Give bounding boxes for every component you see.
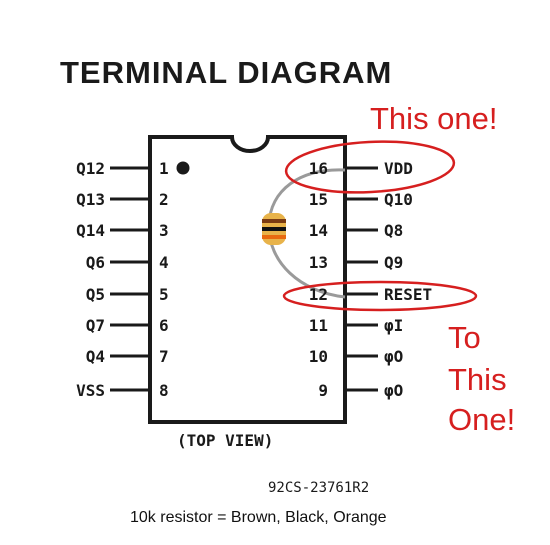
pin-number: 14 [309,221,328,240]
annotation-to-line-3: One! [448,402,515,437]
caption: 10k resistor = Brown, Black, Orange [130,509,387,526]
right-pin: 15 Q10 [309,190,413,209]
pin-number: 15 [309,190,328,209]
pin-label: φO [384,347,403,366]
top-view-label: (TOP VIEW) [177,431,273,450]
pin-number: 2 [159,190,169,209]
resistor-band-orange [262,235,286,239]
pin-label: φO [384,381,403,400]
annotation-this-one: This one! [370,101,498,136]
pin-label: Q9 [384,253,403,272]
pin-label: Q5 [86,285,105,304]
pin-label: Q7 [86,316,105,335]
left-pin: Q6 4 [86,253,169,272]
left-pin: Q5 5 [86,285,169,304]
annotation-to-line-2: This [448,362,507,397]
left-pin: Q12 1 [76,159,169,178]
pin-label: Q12 [76,159,105,178]
pin-label: VDD [384,159,413,178]
pin-number: 11 [309,316,328,335]
right-pins: 16 VDD 15 Q10 14 Q8 13 Q9 12 RESET 11 φI 10 φO 9 φO [309,159,432,400]
pin-number: 16 [309,159,328,178]
pin-label: Q10 [384,190,413,209]
part-code: 92CS-23761R2 [268,480,369,496]
right-pin: 12 RESET [309,285,432,304]
pin-number: 4 [159,253,169,272]
pin-label: Q6 [86,253,105,272]
right-pin: 13 Q9 [309,253,404,272]
highlight-ellipse-reset [282,280,478,312]
pin-label: Q13 [76,190,105,209]
pin-number: 5 [159,285,169,304]
right-pin: 16 VDD [309,159,413,178]
pin-number: 1 [159,159,169,178]
left-pin: Q4 7 [86,347,169,366]
pin-label: Q4 [86,347,105,366]
pin-number: 9 [318,381,328,400]
pin-number: 3 [159,221,169,240]
left-pin: VSS 8 [76,381,169,400]
pin-number: 12 [309,285,328,304]
right-pin: 9 φO [318,381,403,400]
chip-body [148,135,347,424]
pin-label: φI [384,316,403,335]
pin-number: 8 [159,381,169,400]
highlight-ellipse-vdd [284,140,456,194]
pin1-marker-dot [176,161,190,175]
left-pin: Q13 2 [76,190,169,209]
left-pin: Q7 6 [86,316,169,335]
resistor-band-black [262,227,286,231]
right-pin: 10 φO [309,347,404,366]
resistor-band-brown [262,219,286,223]
annotation-to-line-1: To [448,320,481,355]
pin-number: 10 [309,347,328,366]
pin-number: 13 [309,253,328,272]
right-pin: 11 φI [309,316,404,335]
resistor [262,213,286,245]
pin-number: 6 [159,316,169,335]
pin-label: VSS [76,381,105,400]
pin-number: 7 [159,347,169,366]
diagram-title: TERMINAL DIAGRAM [60,55,392,90]
pin-label: RESET [384,285,432,304]
left-pin: Q14 3 [76,221,169,240]
right-pin: 14 Q8 [309,221,404,240]
pin-label: Q14 [76,221,105,240]
pin-label: Q8 [384,221,403,240]
